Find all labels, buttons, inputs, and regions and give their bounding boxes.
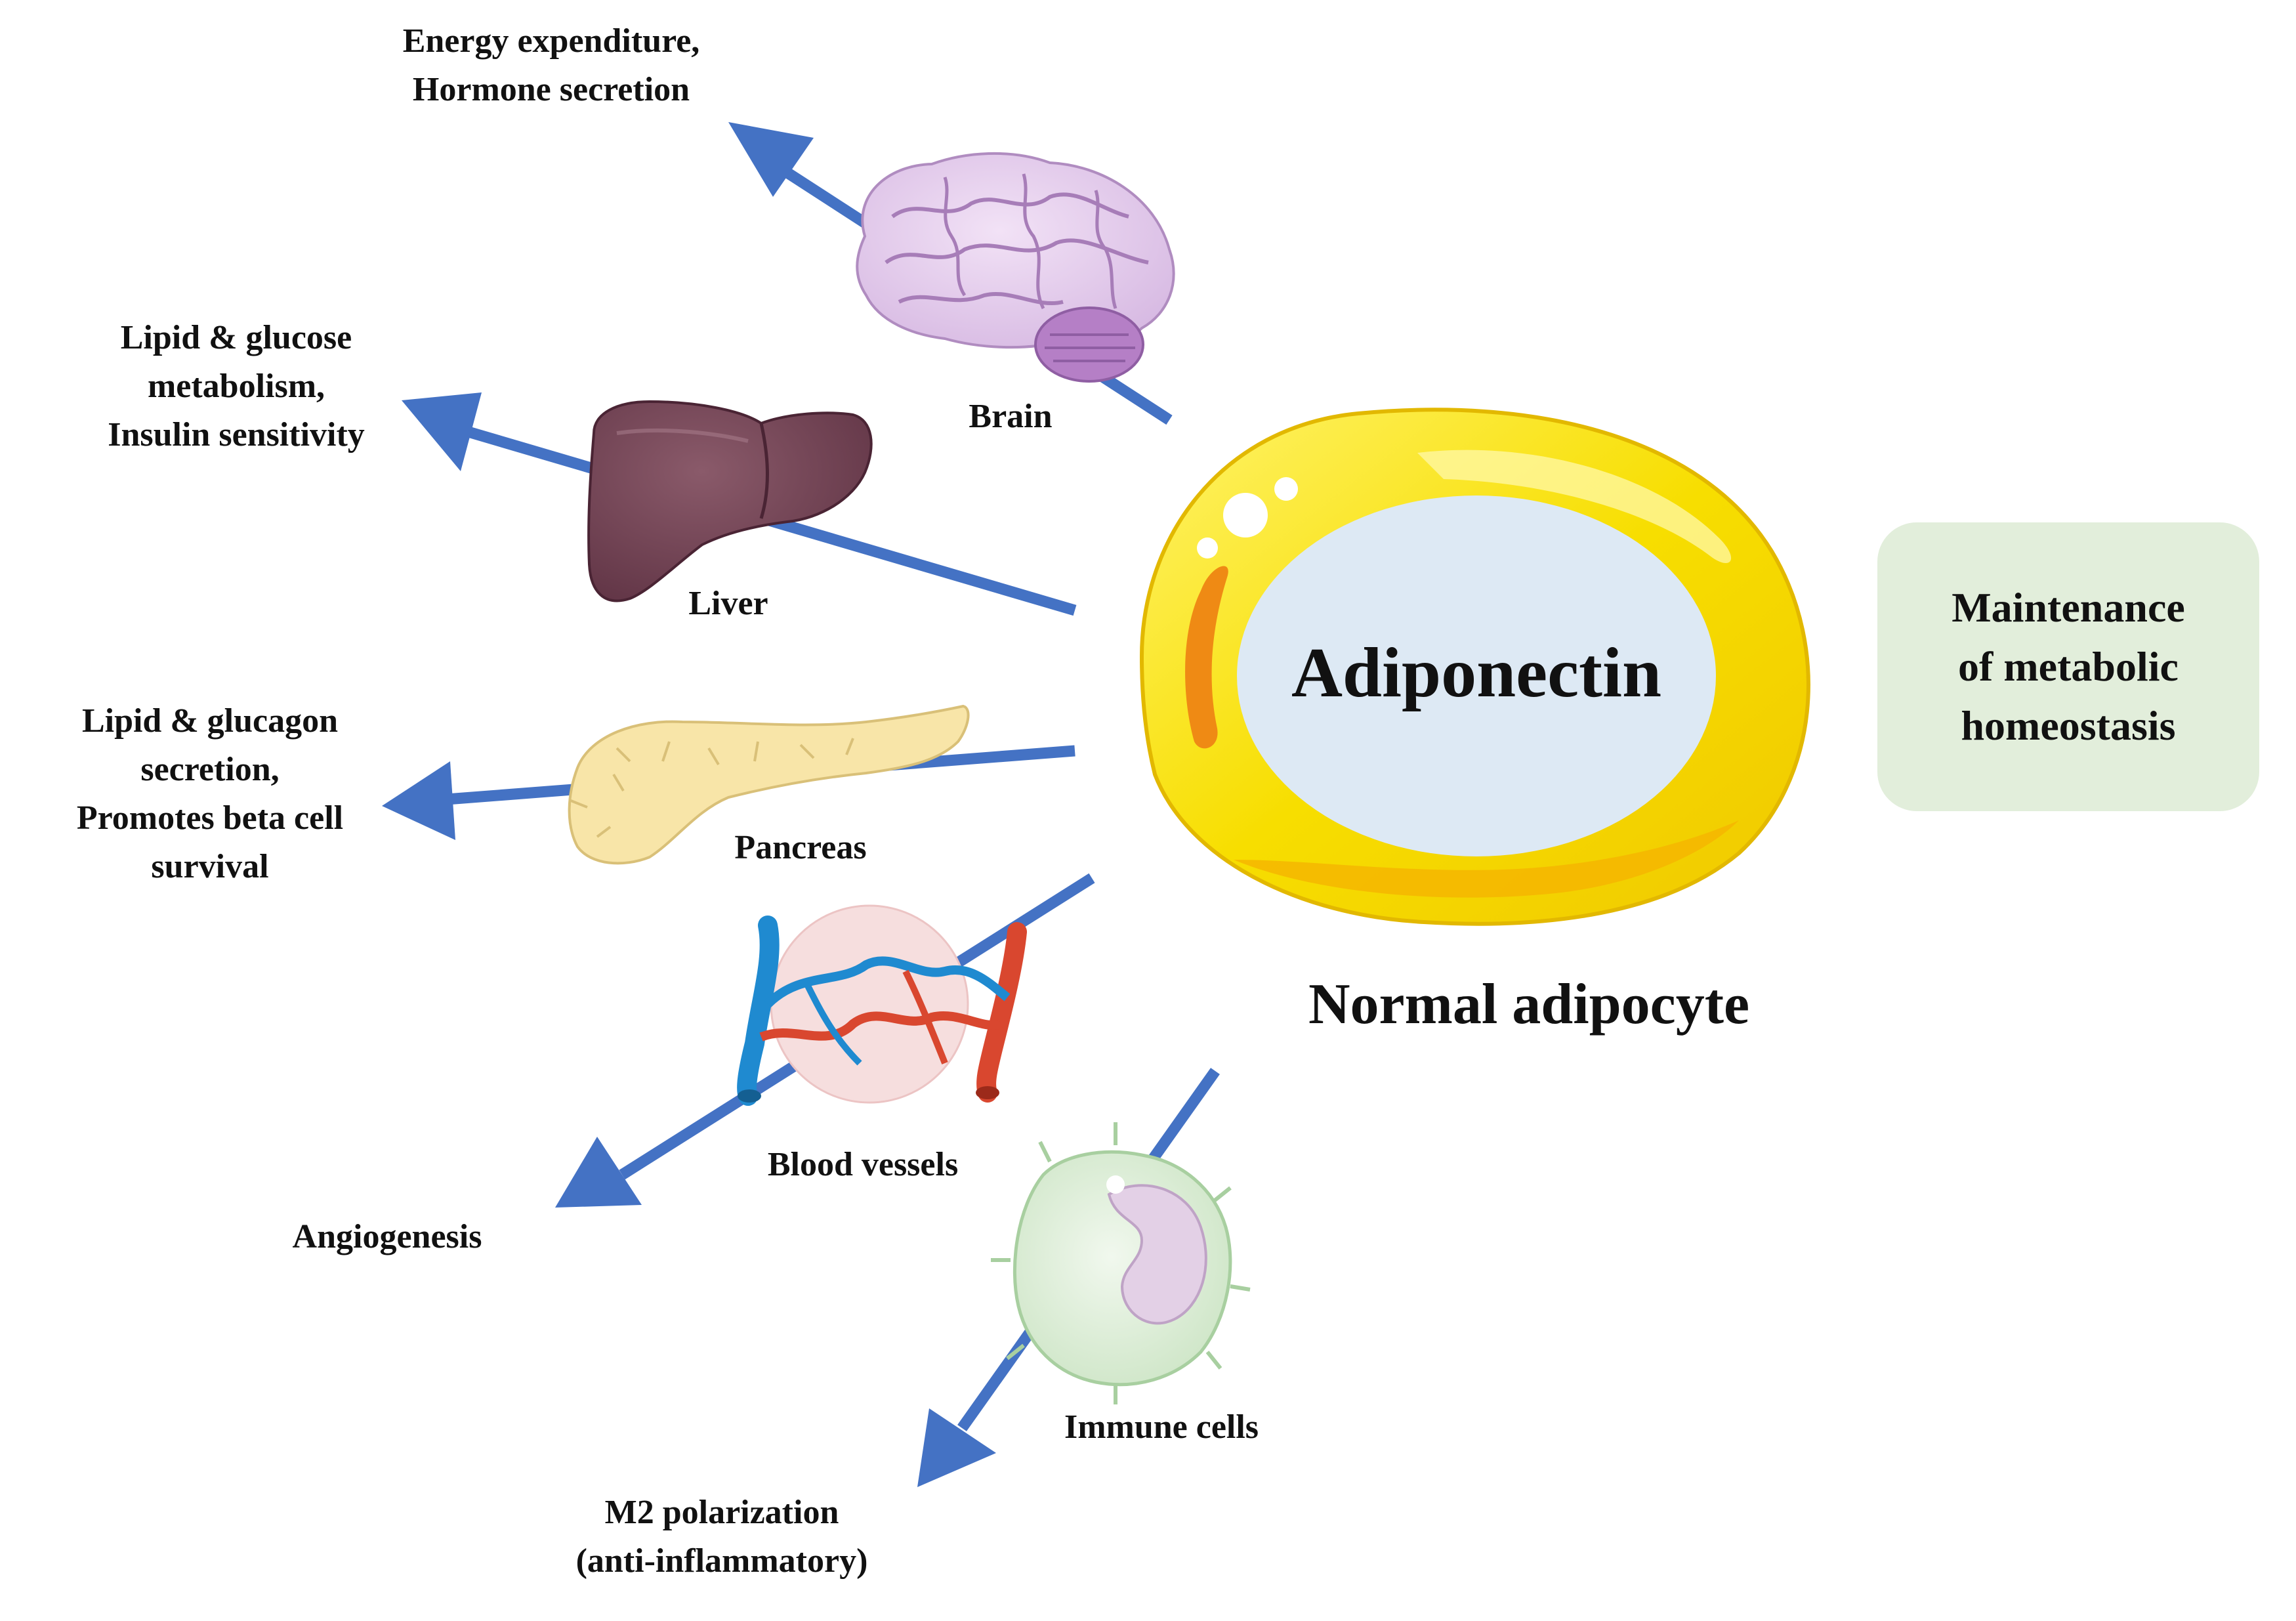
adiponectin-label: Adiponectin: [1291, 634, 1662, 712]
homeostasis-box: Maintenance of metabolic homeostasis: [1877, 522, 2259, 811]
immune-cells-effect-line: M2 polarization: [604, 1494, 839, 1531]
homeostasis-line-2: of metabolic: [1958, 643, 2179, 690]
immune-cells-label: Immune cells: [1064, 1408, 1259, 1446]
pancreas-label: Pancreas: [734, 829, 867, 866]
blood-vessels-effect-line: Angiogenesis: [292, 1218, 482, 1255]
homeostasis-line-1: Maintenance: [1952, 584, 2185, 631]
adipocyte-caption: Normal adipocyte: [1308, 973, 1750, 1036]
brain-label: Brain: [969, 398, 1053, 435]
liver-effect-line: Lipid & glucose: [120, 319, 352, 356]
pancreas-effect-line: Lipid & glucagon: [81, 702, 339, 740]
homeostasis-line-3: homeostasis: [1961, 702, 2176, 749]
immune-cells-effects: M2 polarization (anti-inflammatory): [538, 1488, 906, 1586]
brain-effect-line: Hormone secretion: [412, 71, 690, 108]
brain-effects: Energy expenditure, Hormone secretion: [348, 17, 755, 114]
brain-effect-line: Energy expenditure,: [402, 22, 700, 60]
blood-vessels-effects: Angiogenesis: [249, 1213, 525, 1261]
immune-cell-icon: [991, 1122, 1251, 1404]
liver-effect-line: Insulin sensitivity: [108, 416, 365, 453]
pancreas-icon: [568, 704, 970, 865]
liver-effect-line: metabolism,: [147, 368, 325, 405]
pancreas-effect-line: secretion,: [140, 751, 280, 788]
adipocyte-cell: [1139, 408, 1810, 926]
blood-vessels-icon: [737, 904, 1027, 1106]
brain-icon: [856, 152, 1175, 383]
pancreas-effect-line: survival: [151, 848, 269, 885]
blood-vessels-label: Blood vessels: [767, 1146, 959, 1183]
pancreas-effect-line: Promotes beta cell: [76, 799, 344, 837]
liver-icon: [587, 400, 873, 602]
pancreas-effects: Lipid & glucagon secretion, Promotes bet…: [26, 697, 394, 891]
liver-effects: Lipid & glucose metabolism, Insulin sens…: [52, 314, 420, 459]
immune-cells-effect-line: (anti-inflammatory): [575, 1542, 868, 1580]
liver-label: Liver: [688, 585, 768, 622]
